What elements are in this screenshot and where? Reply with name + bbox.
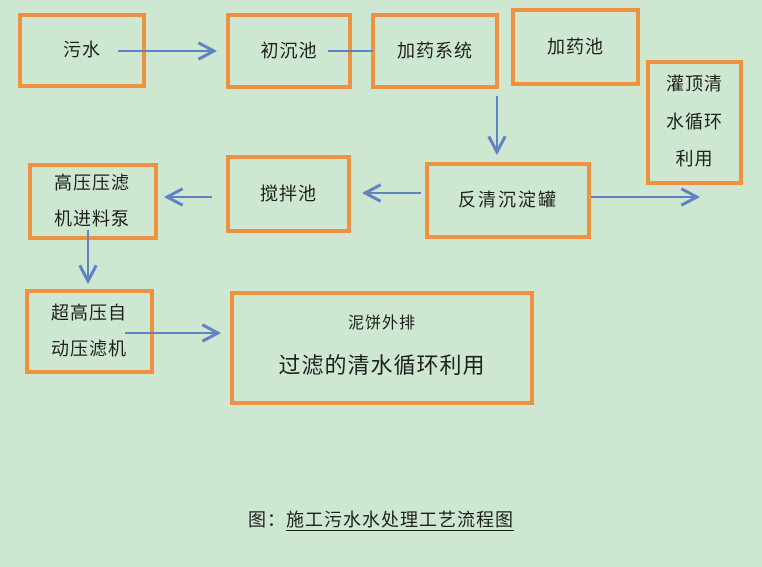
node-outlet-line1: 泥饼外排: [347, 314, 416, 332]
figure-caption: 图：施工污水水处理工艺流程图: [0, 506, 762, 532]
node-sedimentation-tank: 反清沉淀罐: [425, 162, 591, 239]
node-roof-reuse-label: 灌顶清水循环利用: [666, 73, 723, 170]
node-sewage: 污水: [18, 13, 146, 88]
node-sewage-label: 污水: [63, 40, 101, 61]
node-dosing-tank-label: 加药池: [547, 36, 604, 57]
node-primary-label: 初沉池: [260, 40, 318, 61]
caption-prefix: 图：: [248, 510, 286, 530]
node-uhp-press-label: 超高压自动压滤机: [51, 303, 127, 359]
node-mixing-tank: 搅拌池: [226, 155, 351, 233]
node-dosing-system: 加药系统: [371, 13, 499, 89]
node-uhp-auto-filter-press: 超高压自动压滤机: [25, 289, 154, 374]
node-dosing-tank: 加药池: [511, 8, 640, 86]
node-hp-filter-press-feed-pump: 高压压滤机进料泵: [28, 163, 158, 240]
caption-title: 施工污水水处理工艺流程图: [286, 510, 514, 530]
node-mudcake-discharge-water-reuse: 泥饼外排 过滤的清水循环利用: [230, 291, 534, 405]
node-outlet-line2: 过滤的清水循环利用: [278, 353, 486, 379]
node-dosing-system-label: 加药系统: [397, 40, 473, 61]
node-sedimentation-label: 反清沉淀罐: [458, 190, 558, 211]
node-mixing-label: 搅拌池: [260, 183, 317, 204]
node-feed-pump-label: 高压压滤机进料泵: [54, 173, 130, 229]
node-roof-clear-water-reuse: 灌顶清水循环利用: [646, 60, 743, 185]
node-primary-sedimentation-tank: 初沉池: [226, 13, 352, 89]
